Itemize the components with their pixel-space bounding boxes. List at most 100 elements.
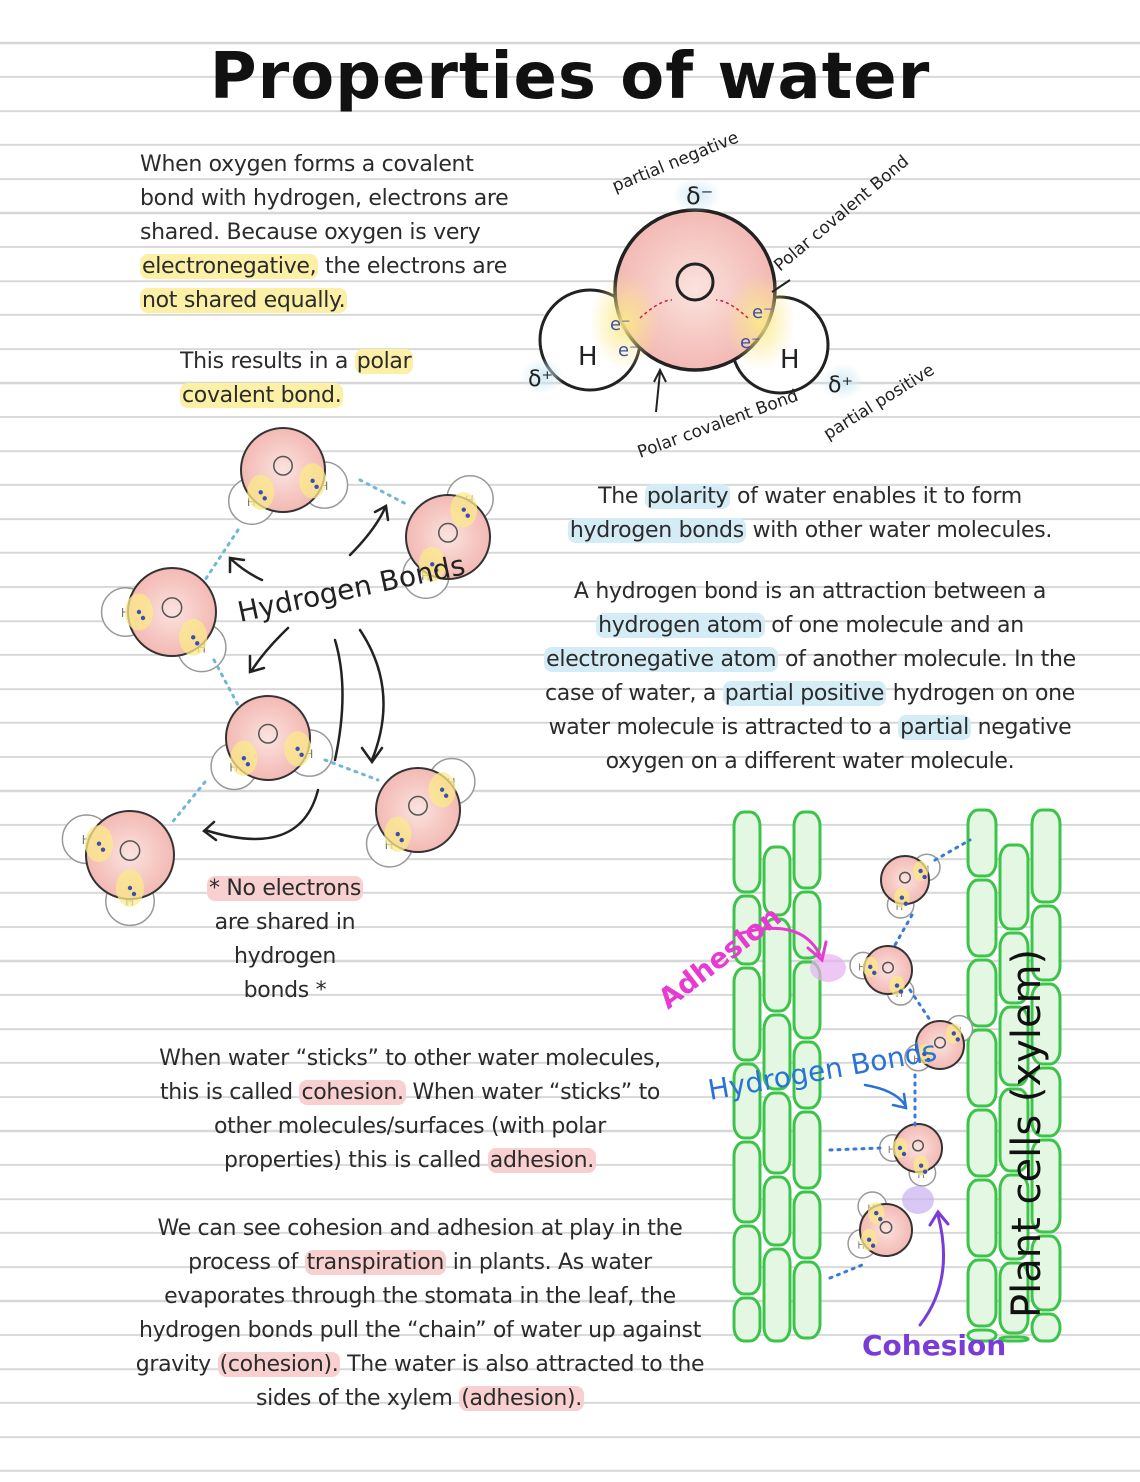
delta-plus-symbol-left: δ⁺ xyxy=(528,367,553,392)
electron-dot xyxy=(434,568,439,573)
hydrogen-symbol: H xyxy=(857,1241,865,1252)
polar-covalent-pointer-top xyxy=(771,279,791,293)
xylem-link-5 xyxy=(828,1146,882,1152)
xylem-cell xyxy=(762,845,792,917)
hbond-arrows xyxy=(202,504,390,842)
electron-dot xyxy=(903,901,909,906)
polar-line-2: covalent bond. xyxy=(180,379,480,413)
hbond-link-5 xyxy=(168,780,207,827)
xylem-cell xyxy=(732,1062,762,1140)
polar-covalent-pointer-bottom xyxy=(653,367,667,413)
hbond-link-1 xyxy=(203,528,240,582)
trans-line-2: process of transpiration in plants. As w… xyxy=(110,1246,730,1280)
xylem-cell xyxy=(966,1178,998,1258)
electron-dot xyxy=(461,507,466,512)
xylem-cell xyxy=(966,1108,998,1178)
hbond-link-3 xyxy=(212,658,240,707)
xylem-cell xyxy=(998,931,1030,1005)
cohesion-arrow xyxy=(918,1209,950,1327)
xylem-cell xyxy=(1030,1312,1062,1343)
electron-dot xyxy=(866,1237,872,1242)
xylem-cell xyxy=(732,1140,762,1224)
xylem-cell xyxy=(998,1173,1030,1261)
hbond-molecule-6: HH xyxy=(61,810,175,927)
cohesion-line-3: other molecules/surfaces (with polar xyxy=(214,1114,606,1139)
polarity-line-2: hydrogen bonds with other water molecule… xyxy=(540,514,1080,548)
intro-line-4: electronegative, the electrons are xyxy=(140,250,560,284)
intro-line-3: shared. Because oxygen is very xyxy=(140,220,481,245)
adhesion-arrow xyxy=(733,926,828,963)
electron-dot xyxy=(241,756,247,761)
plant-cells-xylem-label: Plant cells (xylem) xyxy=(1004,949,1050,1318)
electron-dot xyxy=(922,1051,927,1057)
highlight-electronegative-atom: electronegative atom xyxy=(544,647,779,672)
oxygen-symbol-ring xyxy=(879,1220,893,1234)
def-line-4-rest: hydrogen on one xyxy=(886,681,1076,706)
hbonds-arrow xyxy=(863,1083,908,1110)
xylem-right-cells xyxy=(966,808,1062,1343)
electron-label-1: e⁻ xyxy=(610,314,631,335)
hydrogen-label-left: H xyxy=(578,342,598,372)
cohesion-label: Cohesion xyxy=(862,1329,1006,1362)
arrow-down-right xyxy=(358,628,385,765)
electron-dot xyxy=(922,874,927,880)
polarity-pre: The xyxy=(598,484,645,509)
xylem-cell xyxy=(1030,1234,1062,1312)
electron-dot xyxy=(127,885,133,891)
electron-dot xyxy=(399,837,404,843)
electron-dot xyxy=(922,1169,928,1174)
highlight-no-electrons: * No electrons xyxy=(206,876,364,901)
xylem-cell xyxy=(732,1296,762,1343)
xylem-molecule-5: HH xyxy=(847,1191,913,1259)
electron-dot xyxy=(100,847,106,852)
xylem-cell xyxy=(1030,982,1062,1066)
electron-dot xyxy=(465,513,470,518)
xylem-molecule-4: HH xyxy=(878,1123,943,1187)
trans-line-6-pre: sides of the xylem xyxy=(255,1386,460,1411)
electron-dot xyxy=(926,1057,931,1063)
trans-line-5-pre: gravity xyxy=(135,1352,218,1377)
note-line-1: * No electrons xyxy=(185,872,385,906)
def-line-5-rest: negative xyxy=(970,715,1072,740)
intro-line-1: When oxygen forms a covalent xyxy=(140,152,474,177)
trans-line-4: hydrogen bonds pull the “chain” of water… xyxy=(138,1318,702,1343)
xylem-cell xyxy=(998,1087,1030,1173)
cohesion-paragraph: When water “sticks” to other water molec… xyxy=(120,1042,700,1178)
oxygen-symbol-ring xyxy=(258,723,278,744)
electron-dot xyxy=(898,989,904,994)
hbond-molecules: HHHHHHHHHHHH xyxy=(61,427,494,927)
oxygen-symbol-ring xyxy=(898,871,912,884)
highlight-cohesion-paren: (cohesion). xyxy=(217,1352,341,1377)
electron-dot xyxy=(870,1243,876,1248)
xylem-molecule-1: HH xyxy=(880,853,941,919)
xylem-cell xyxy=(1030,808,1062,904)
electron-dot xyxy=(430,562,435,567)
xylem-cell xyxy=(1030,1138,1062,1234)
xylem-link-2 xyxy=(893,913,914,947)
hbond-dotted-links xyxy=(168,478,410,827)
electron-dot xyxy=(136,609,142,615)
electron-dot xyxy=(443,793,449,798)
arrow-curve-down-left xyxy=(202,788,320,842)
electron-cloud-right xyxy=(725,274,795,370)
xylem-cell xyxy=(792,1040,822,1110)
xylem-cell xyxy=(998,843,1030,931)
hbond-molecule-1: HH xyxy=(227,427,349,526)
electron-dot xyxy=(191,635,196,640)
highlight-polar: polar xyxy=(354,349,414,374)
highlight-covalent-bond: covalent bond. xyxy=(180,383,344,408)
polarity-post: with other water molecules. xyxy=(745,518,1053,543)
highlight-partial: partial xyxy=(898,715,971,740)
def-line-6: oxygen on a different water molecule. xyxy=(605,749,1015,774)
delta-plus-glow-right xyxy=(820,364,864,400)
electron-dot xyxy=(310,478,315,483)
highlight-adhesion: adhesion. xyxy=(487,1148,596,1173)
xylem-cell xyxy=(762,1175,792,1247)
arrow-down-left xyxy=(248,626,290,674)
electron-dot xyxy=(395,831,400,837)
adhesion-glow xyxy=(810,954,846,982)
polar-paragraph: This results in a polar covalent bond. xyxy=(180,345,480,413)
delta-plus-glow-left xyxy=(520,358,564,394)
page-title: Properties of water xyxy=(209,40,931,114)
